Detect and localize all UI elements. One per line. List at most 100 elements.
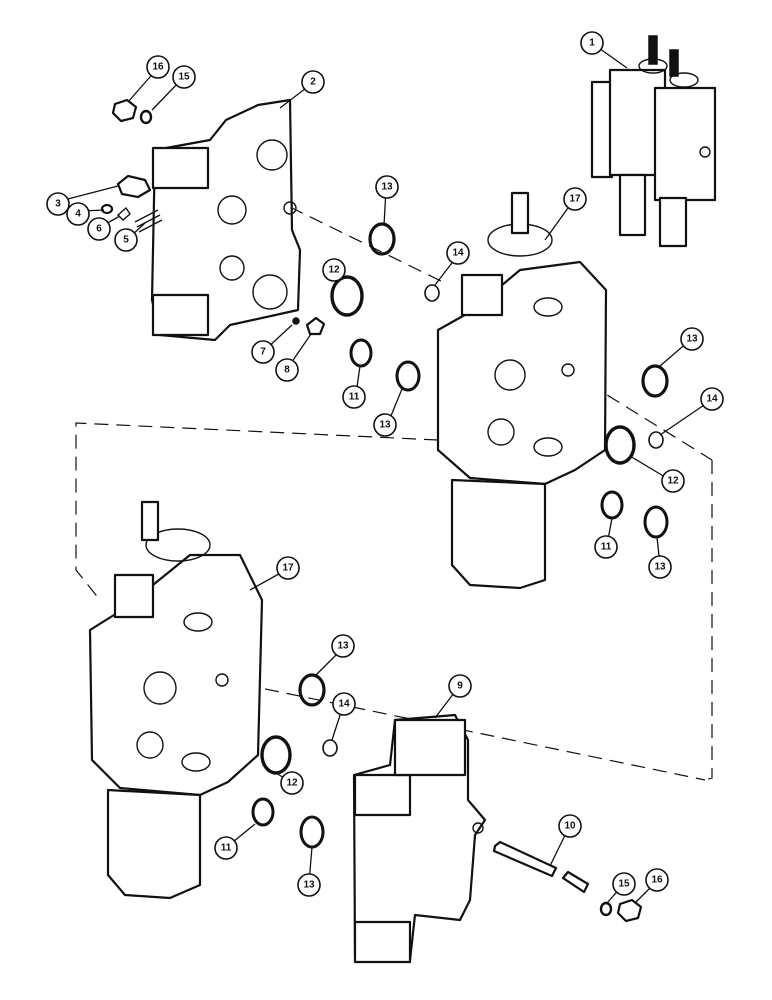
callout-9: 9 xyxy=(448,674,472,698)
overview-stem-a xyxy=(648,35,658,65)
o-ring-12a xyxy=(330,275,364,317)
lower-spool-slot-bottom xyxy=(181,752,211,772)
callout-17-lower-label: 17 xyxy=(282,563,294,574)
callout-5-label: 5 xyxy=(123,235,129,246)
upper-spool-slot-bottom xyxy=(533,437,563,457)
callout-12-lower-label: 12 xyxy=(286,778,298,789)
lower-work-port-b xyxy=(136,731,164,759)
upper-spool-housing xyxy=(450,478,547,590)
overview-spool-a xyxy=(618,173,647,237)
callout-15-lower-label: 15 xyxy=(618,879,630,890)
callout-10: 10 xyxy=(558,814,582,838)
upper-work-port-b xyxy=(487,418,515,446)
inlet-cover-top-boss xyxy=(151,146,210,190)
relief-poppet xyxy=(116,206,131,221)
callout-11-lower-label: 11 xyxy=(221,843,232,854)
o-ring-13e xyxy=(298,673,326,707)
upper-work-port-a xyxy=(494,359,526,391)
overview-port xyxy=(699,146,711,158)
upper-relief-cartridge xyxy=(460,273,504,317)
upper-spool-slot-top xyxy=(533,297,563,317)
tie-stud-front xyxy=(492,840,558,878)
callout-4-label: 4 xyxy=(75,209,81,220)
callout-12-right: 12 xyxy=(661,469,685,493)
callout-14-lower-label: 14 xyxy=(338,699,350,710)
inlet-fittings xyxy=(100,174,326,336)
callout-13-upper: 13 xyxy=(373,413,397,437)
callout-11-right-label: 11 xyxy=(601,542,612,553)
callout-13-upper-label: 13 xyxy=(379,420,391,431)
callout-15-lower: 15 xyxy=(612,872,636,896)
valve-section-upper xyxy=(436,191,608,590)
callout-14-right: 14 xyxy=(700,387,724,411)
check-plug xyxy=(305,316,326,336)
callout-13-top-label: 13 xyxy=(381,182,393,193)
callout-12-right-label: 12 xyxy=(667,476,679,487)
callout-17-upper: 17 xyxy=(563,187,587,211)
outlet-cover-bottom-boss xyxy=(353,920,412,964)
callout-17-lower: 17 xyxy=(276,556,300,580)
upper-spool-stem xyxy=(510,191,530,235)
callout-11-upper-label: 11 xyxy=(349,392,360,403)
callout-3-label: 3 xyxy=(55,199,61,210)
inlet-port-middle xyxy=(217,195,247,225)
valve-assembly-overview xyxy=(590,35,717,248)
inlet-cover-bottom-boss xyxy=(151,293,210,337)
callout-8-label: 8 xyxy=(284,365,290,376)
nut-upper xyxy=(111,98,138,123)
overview-section-b xyxy=(653,86,717,202)
callout-13-middle-label: 13 xyxy=(337,641,349,652)
callout-7-label: 7 xyxy=(260,347,266,358)
o-ring-13c xyxy=(641,364,669,398)
overview-stem-b xyxy=(669,49,679,77)
outlet-cover-upper-block xyxy=(393,718,467,777)
outlet-end-cover xyxy=(352,713,487,964)
callout-13-right-top-label: 13 xyxy=(686,334,698,345)
relief-spring xyxy=(134,209,163,233)
o-ring-13f xyxy=(299,815,325,849)
callout-13-bottom-label: 13 xyxy=(303,880,315,891)
inlet-port-top xyxy=(256,139,288,171)
overview-cap-b xyxy=(669,72,699,88)
callout-13-middle: 13 xyxy=(331,634,355,658)
callout-11-upper: 11 xyxy=(342,385,366,409)
callout-16-lower: 16 xyxy=(645,868,669,892)
callout-6: 6 xyxy=(87,217,111,241)
callout-3: 3 xyxy=(46,192,70,216)
callout-8: 8 xyxy=(275,358,299,382)
o-ring-13d xyxy=(643,505,669,539)
upper-bolt-hole xyxy=(561,363,575,377)
callout-2-label: 2 xyxy=(310,77,316,88)
lock-washer-upper xyxy=(139,109,153,125)
callout-5: 5 xyxy=(114,228,138,252)
o-ring-11c xyxy=(251,797,275,827)
lock-washer-lower xyxy=(599,901,613,917)
callout-labels: 1 2 3 4 5 6 7 8 9 10 11 11 11 12 12 12 1… xyxy=(46,31,724,897)
lower-spool-housing xyxy=(106,788,202,900)
callout-14-upper: 14 xyxy=(446,241,470,265)
callout-11-lower: 11 xyxy=(214,836,238,860)
callout-12-upper: 12 xyxy=(322,258,346,282)
callout-16-upper: 16 xyxy=(146,55,170,79)
lower-relief-cartridge xyxy=(113,573,155,619)
callout-12-upper-label: 12 xyxy=(328,265,340,276)
callout-9-label: 9 xyxy=(457,681,463,692)
outlet-bolt-hole xyxy=(472,822,484,834)
valve-section-lower xyxy=(88,500,264,900)
callout-13-top: 13 xyxy=(375,175,399,199)
o-ring-11a xyxy=(349,338,373,368)
lower-spool-stem xyxy=(140,500,160,542)
callout-14-lower: 14 xyxy=(332,692,356,716)
callout-1-label: 1 xyxy=(589,38,595,49)
o-ring-13b xyxy=(395,360,421,392)
callout-15-upper-label: 15 xyxy=(178,72,190,83)
callout-13-bottom: 13 xyxy=(297,873,321,897)
check-ball xyxy=(292,317,300,325)
tie-stud-rear xyxy=(561,870,590,894)
callout-11-right: 11 xyxy=(594,535,618,559)
o-ring-11b xyxy=(600,490,624,520)
overview-cap-a xyxy=(638,58,668,74)
inlet-bolt-hole xyxy=(283,201,297,215)
